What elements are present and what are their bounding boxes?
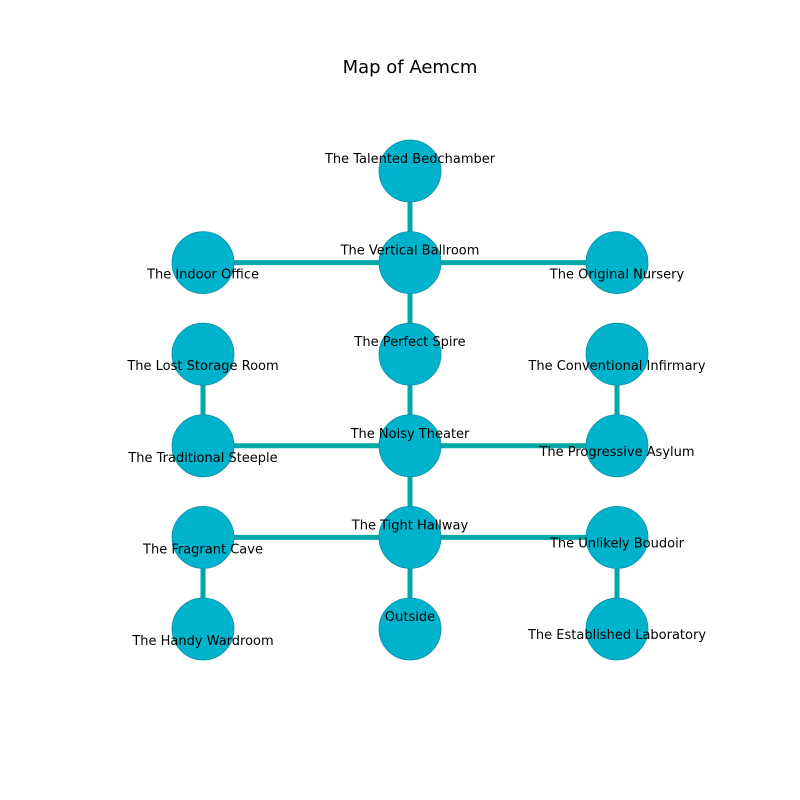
room-node-handy-wardroom [171,597,235,661]
room-node-talented-bedchamber [378,139,442,203]
room-node-established-laboratory [585,597,649,661]
room-node-outside [378,597,442,661]
map-title: Map of Aemcm [343,57,478,78]
room-label-noisy-theater: The Noisy Theater [350,427,470,442]
room-label-original-nursery: The Original Nursery [549,268,685,283]
room-node-fragrant-cave [171,506,235,569]
room-label-traditional-steeple: The Traditional Steeple [127,451,277,466]
room-label-tight-hallway: The Tight Hallway [351,518,469,533]
room-label-established-laboratory: The Established Laboratory [527,628,706,643]
room-node-unlikely-boudoir [585,506,649,569]
room-node-tight-hallway [378,506,442,569]
room-node-progressive-asylum [585,414,649,478]
room-label-vertical-ballroom: The Vertical Ballroom [340,244,480,259]
room-node-lost-storage-room [171,322,235,386]
room-label-lost-storage-room: The Lost Storage Room [126,359,278,374]
room-label-handy-wardroom: The Handy Wardroom [131,634,273,649]
room-label-unlikely-boudoir: The Unlikely Boudoir [549,536,685,551]
room-label-progressive-asylum: The Progressive Asylum [538,445,694,460]
room-label-perfect-spire: The Perfect Spire [353,335,465,350]
room-node-conventional-infirmary [585,322,649,386]
room-node-perfect-spire [378,322,442,386]
room-node-original-nursery [585,231,649,295]
room-label-indoor-office: The Indoor Office [146,268,259,283]
rooms-layer [171,139,649,661]
room-node-indoor-office [171,231,235,295]
room-label-fragrant-cave: The Fragrant Cave [142,542,263,557]
room-node-traditional-steeple [171,414,235,478]
room-node-noisy-theater [378,414,442,478]
room-label-talented-bedchamber: The Talented Bedchamber [324,152,496,167]
room-node-vertical-ballroom [378,231,442,295]
room-label-outside: Outside [385,610,435,625]
room-label-conventional-infirmary: The Conventional Infirmary [527,359,705,374]
